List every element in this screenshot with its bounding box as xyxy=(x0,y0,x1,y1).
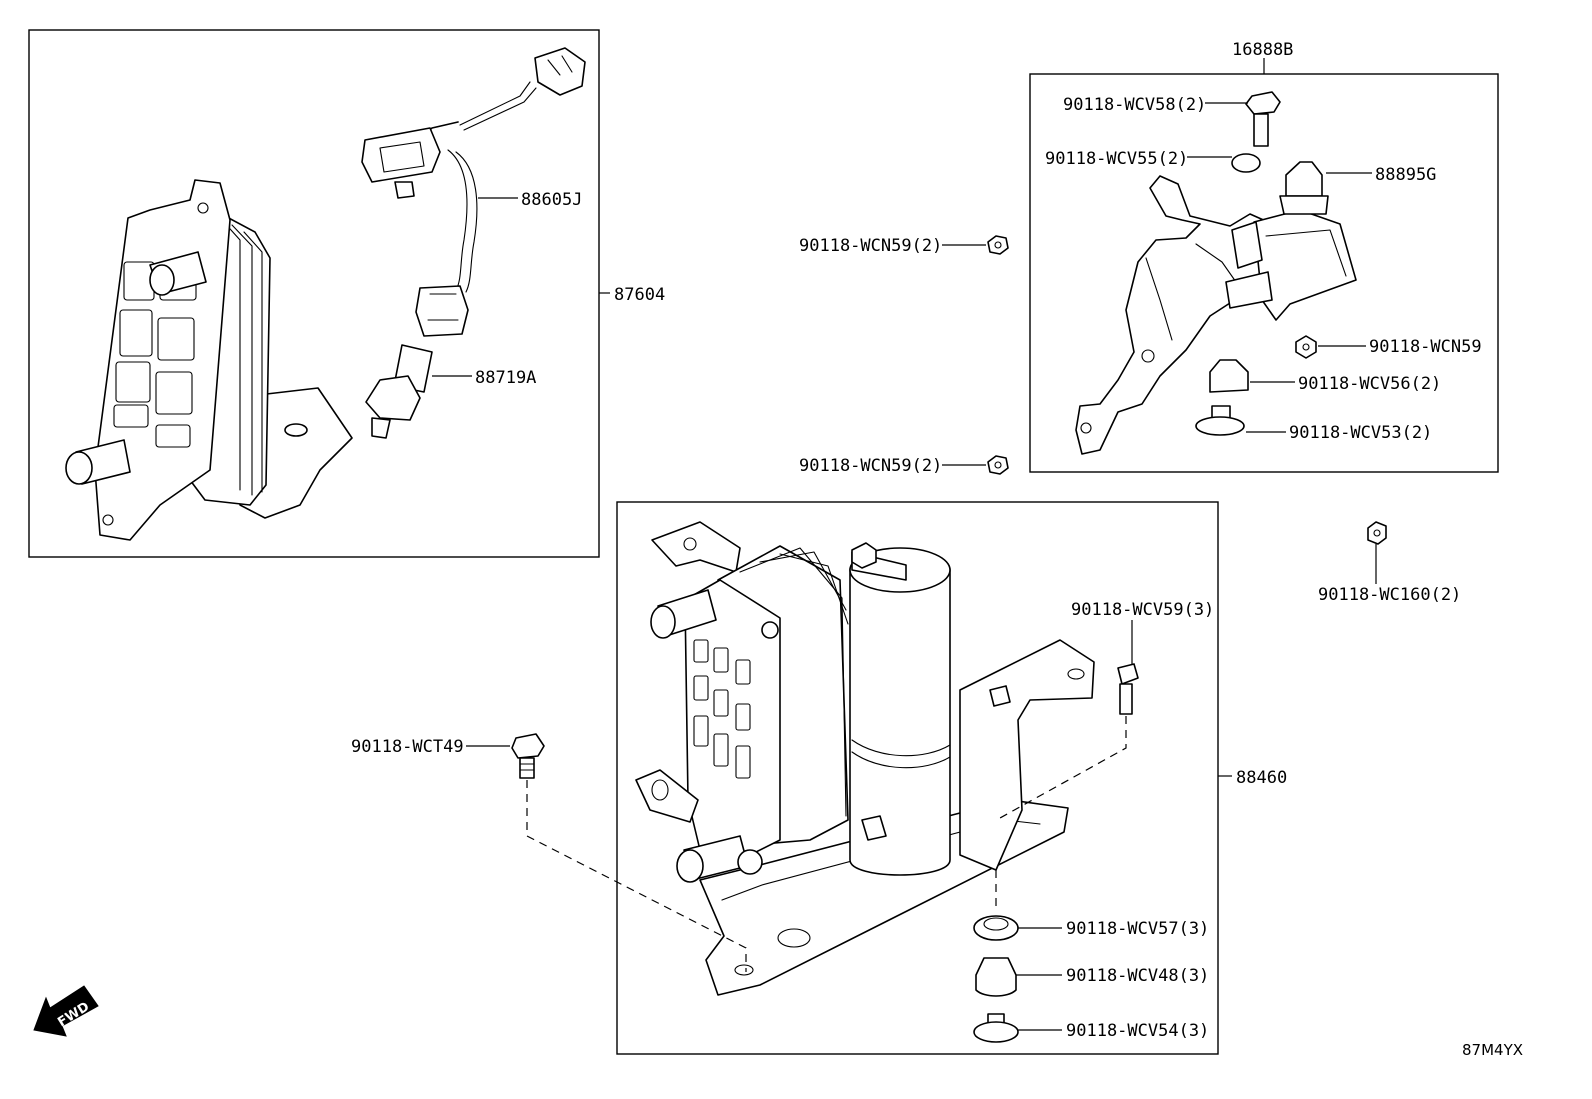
nut-wc160 xyxy=(1367,521,1387,545)
mount-bracket-assembly xyxy=(1075,175,1357,455)
label-88895G: 88895G xyxy=(1375,165,1436,185)
bolt-wcv58 xyxy=(1245,91,1281,147)
bolt-wcv59 xyxy=(1117,663,1139,715)
label-wcv57: 90118-WCV57(3) xyxy=(1066,919,1209,939)
label-wcv59: 90118-WCV59(3) xyxy=(1071,600,1214,620)
label-87604: 87604 xyxy=(614,285,665,305)
washer-wcv57 xyxy=(973,915,1019,941)
label-wcn59-mid: 90118-WCN59(2) xyxy=(799,456,942,476)
label-16888B: 16888B xyxy=(1232,40,1293,60)
label-88719A: 88719A xyxy=(475,368,536,388)
bushing-wcv56 xyxy=(1209,359,1249,393)
bushing-88895G xyxy=(1279,161,1329,215)
label-wc160: 90118-WC160(2) xyxy=(1318,585,1461,605)
label-wcn59-top: 90118-WCN59(2) xyxy=(799,236,942,256)
collar-wcv53 xyxy=(1195,405,1245,436)
fwd-arrow-icon: FWD xyxy=(33,985,99,1037)
nut-wcn59-top xyxy=(987,235,1009,255)
oil-cooler-assembly xyxy=(65,179,353,541)
pump-assembly xyxy=(635,521,1095,996)
nut-wcn59-single xyxy=(1295,335,1317,359)
label-wct49: 90118-WCT49 xyxy=(351,737,464,757)
label-wcv53: 90118-WCV53(2) xyxy=(1289,423,1432,443)
washer-wcv55 xyxy=(1231,153,1261,173)
label-wcn59-single: 90118-WCN59 xyxy=(1369,337,1482,357)
box-88460 xyxy=(616,501,1219,1055)
label-wcv56: 90118-WCV56(2) xyxy=(1298,374,1441,394)
label-wcv58: 90118-WCV58(2) xyxy=(1063,95,1206,115)
collar-wcv54 xyxy=(973,1013,1019,1043)
cushion-wcv48 xyxy=(975,957,1017,997)
label-wcv48: 90118-WCV48(3) xyxy=(1066,966,1209,986)
label-88460: 88460 xyxy=(1236,768,1287,788)
temperature-sensor-88719A xyxy=(365,344,433,439)
label-wcv55: 90118-WCV55(2) xyxy=(1045,149,1188,169)
label-wcv54: 90118-WCV54(3) xyxy=(1066,1021,1209,1041)
nut-wcn59-mid xyxy=(987,455,1009,475)
figure-id: 87M4YX xyxy=(1462,1041,1523,1059)
wire-harness-88605J xyxy=(361,47,586,337)
label-88605J: 88605J xyxy=(521,190,582,210)
bolt-wct49 xyxy=(511,733,545,779)
